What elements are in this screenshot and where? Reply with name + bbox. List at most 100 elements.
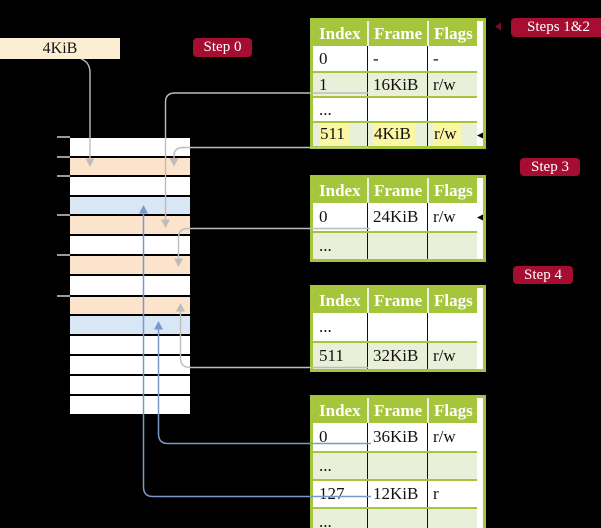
address-tick	[57, 156, 70, 158]
column-header-frame: Frame	[367, 21, 427, 46]
cell-value: ...	[319, 99, 332, 119]
cell-value: 36KiB	[373, 427, 419, 446]
address-tick	[57, 175, 70, 177]
cell-flags: r/w	[427, 343, 477, 369]
column-header-index: Index	[319, 290, 361, 310]
column-header-index: Index	[319, 400, 361, 420]
column-header-frame: Frame	[367, 288, 427, 313]
cell-value: ...	[319, 456, 332, 475]
memory-frame-row-table	[70, 297, 190, 314]
column-header-flags: Flags	[427, 21, 477, 46]
cell-value: -	[433, 48, 439, 68]
column-header-flags: Flags	[427, 288, 477, 313]
cell-value: -	[373, 48, 379, 68]
cell-value: 127	[319, 484, 345, 503]
highlighted-value: r/w	[433, 123, 461, 146]
column-header-index: Index	[319, 180, 361, 200]
cell-flags: r/w	[427, 423, 477, 451]
cell-flags	[427, 509, 477, 528]
cell-frame: 4KiB	[367, 123, 427, 146]
cell-frame: 12KiB	[367, 481, 427, 507]
table-row: 511 4KiB r/w	[313, 121, 477, 146]
cell-flags	[427, 453, 477, 479]
memory-frame-row-free	[70, 138, 190, 156]
table-row: ...	[313, 313, 477, 341]
cell-value: ...	[319, 236, 332, 255]
table-row: 0--	[313, 46, 477, 71]
table-row: 511 32KiB r/w	[313, 341, 477, 369]
highlighted-value: 4KiB	[373, 123, 415, 146]
cell-index: 127	[313, 481, 367, 507]
cell-value: 12KiB	[373, 484, 419, 503]
cell-index: ...	[313, 233, 367, 259]
cell-index: ...	[313, 98, 367, 121]
cell-value: 1	[319, 74, 328, 94]
memory-frame-row-free	[70, 396, 190, 414]
cell-flags	[427, 313, 477, 341]
memory-frame-row-table	[70, 256, 190, 274]
table-row: ...	[313, 231, 477, 259]
cell-index: 0	[313, 46, 367, 71]
highlighted-value: 511	[319, 123, 349, 146]
cell-flags: r/w	[427, 73, 477, 96]
memory-frame-row-free	[70, 177, 190, 195]
memory-frame-row-free	[70, 276, 190, 295]
cell-value: ...	[319, 512, 332, 528]
cell-value: ...	[319, 317, 332, 336]
cell-index: 0	[313, 203, 367, 231]
table-row: 127 12KiB r	[313, 479, 477, 507]
column-header-index: Index	[319, 23, 361, 43]
column-header-frame: Frame	[367, 178, 427, 203]
cell-flags: r/w	[427, 123, 477, 146]
cell-frame	[367, 233, 427, 259]
cell-value: 16KiB	[373, 74, 419, 94]
badge-steps-1-2: Steps 1&2	[511, 18, 601, 37]
table-row: 1 16KiB r/w	[313, 71, 477, 96]
memory-frame-row-mapped	[70, 316, 190, 334]
cell-value: 0	[319, 207, 328, 226]
table-row: 0 24KiB r/w	[313, 203, 477, 231]
cell-frame: 24KiB	[367, 203, 427, 231]
badge-step-0: Step 0	[193, 38, 252, 57]
cell-frame: -	[367, 46, 427, 71]
cell-index: ...	[313, 453, 367, 479]
cell-frame	[367, 313, 427, 341]
address-tick	[57, 295, 70, 297]
cell-index: 511	[313, 343, 367, 369]
column-header-frame: Frame	[367, 398, 427, 423]
cell-value: r/w	[433, 74, 456, 94]
cell-value: r	[433, 484, 439, 503]
address-tick	[57, 136, 70, 138]
cell-flags: -	[427, 46, 477, 71]
address-tick	[57, 254, 70, 256]
cell-index: ...	[313, 313, 367, 341]
cell-index: ...	[313, 509, 367, 528]
cell-frame: 16KiB	[367, 73, 427, 96]
memory-frame-row-table	[70, 216, 190, 234]
cell-index: 0	[313, 423, 367, 451]
memory-frame-row-table	[70, 158, 190, 175]
cell-value: r/w	[433, 207, 456, 226]
table-row: ...	[313, 96, 477, 121]
badge-step-3: Step 3	[520, 158, 580, 176]
column-header-flags: Flags	[427, 398, 477, 423]
memory-frame-row-free	[70, 236, 190, 254]
entry-marker-icon	[495, 22, 501, 31]
cell-frame	[367, 98, 427, 121]
cell-flags	[427, 98, 477, 121]
cell-frame	[367, 509, 427, 528]
memory-frame-row-free	[70, 376, 190, 394]
cell-flags: r/w	[427, 203, 477, 231]
cell-value: 32KiB	[373, 346, 419, 365]
cell-value: 0	[319, 427, 328, 446]
cell-index: 511	[313, 123, 367, 146]
cell-frame	[367, 453, 427, 479]
memory-frame-row-mapped	[70, 197, 190, 214]
cell-value: 511	[319, 346, 344, 365]
cell-value: 24KiB	[373, 207, 419, 226]
